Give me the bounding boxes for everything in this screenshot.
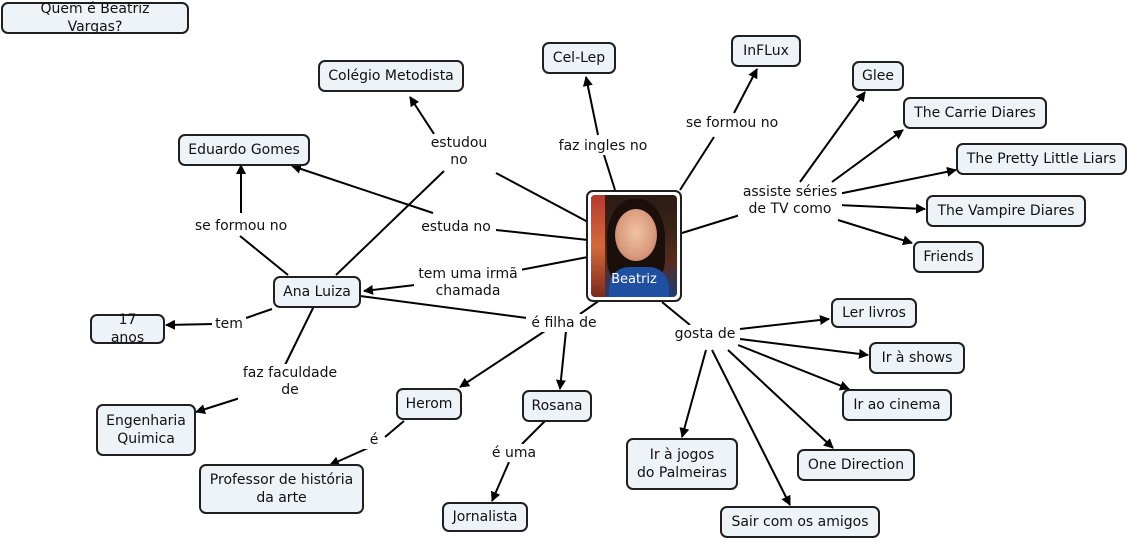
node-ler-livros[interactable]: Ler livros — [831, 298, 917, 328]
node-ir-shows[interactable]: Ir à shows — [869, 342, 965, 374]
node-rosana[interactable]: Rosana — [522, 390, 592, 422]
link-label-faz-ingles-no: faz ingles no — [553, 137, 653, 155]
link-label-e-uma: é uma — [488, 444, 540, 462]
link-label-tem-uma-irma: tem uma irmã chamada — [414, 265, 522, 301]
node-eduardo-gomes[interactable]: Eduardo Gomes — [178, 134, 310, 166]
link-label-e-filha-de: é filha de — [526, 314, 602, 332]
node-professor-historia-arte[interactable]: Professor de história da arte — [199, 464, 364, 514]
link-label-e: é — [364, 431, 384, 449]
node-glee[interactable]: Glee — [852, 61, 904, 91]
center-name: Beatriz — [591, 272, 677, 287]
node-friends[interactable]: Friends — [913, 241, 984, 273]
link-label-tem: tem — [212, 315, 246, 333]
link-label-assiste-series: assiste séries de TV como — [738, 183, 842, 219]
question-box: Quem é Beatriz Vargas? — [1, 2, 189, 34]
link-label-estuda-no: estuda no — [416, 218, 496, 236]
node-ir-cinema[interactable]: Ir ao cinema — [842, 389, 952, 421]
node-cel-lep[interactable]: Cel-Lep — [542, 42, 616, 74]
node-one-direction[interactable]: One Direction — [797, 449, 915, 481]
center-concept-beatriz[interactable]: Beatriz — [586, 190, 682, 302]
link-label-se-formou-no-influx: se formou no — [681, 114, 783, 132]
node-colegio-metodista[interactable]: Colégio Metodista — [318, 60, 464, 92]
node-vampire-diares[interactable]: The Vampire Diares — [926, 195, 1086, 227]
link-label-gosta-de: gosta de — [670, 325, 740, 343]
node-ana-luiza[interactable]: Ana Luiza — [273, 276, 361, 308]
node-jornalista[interactable]: Jornalista — [442, 502, 528, 532]
node-engenharia-quimica[interactable]: Engenharia Quimica — [96, 404, 196, 456]
node-carrie-diares[interactable]: The Carrie Diares — [903, 97, 1047, 129]
link-label-estudou-no: estudou no — [422, 134, 496, 170]
node-17-anos[interactable]: 17 anos — [90, 314, 165, 344]
node-sair-com-amigos[interactable]: Sair com os amigos — [720, 506, 880, 538]
node-influx[interactable]: InFLux — [731, 35, 801, 67]
node-herom[interactable]: Herom — [396, 388, 462, 420]
beatriz-photo: Beatriz — [591, 195, 677, 297]
node-pretty-little-liars[interactable]: The Pretty Little Liars — [956, 143, 1127, 175]
link-label-faz-faculdade-de: faz faculdade de — [238, 364, 342, 400]
link-label-se-formou-no-eduardo: se formou no — [189, 217, 293, 235]
node-jogos-palmeiras[interactable]: Ir à jogos do Palmeiras — [626, 438, 738, 490]
